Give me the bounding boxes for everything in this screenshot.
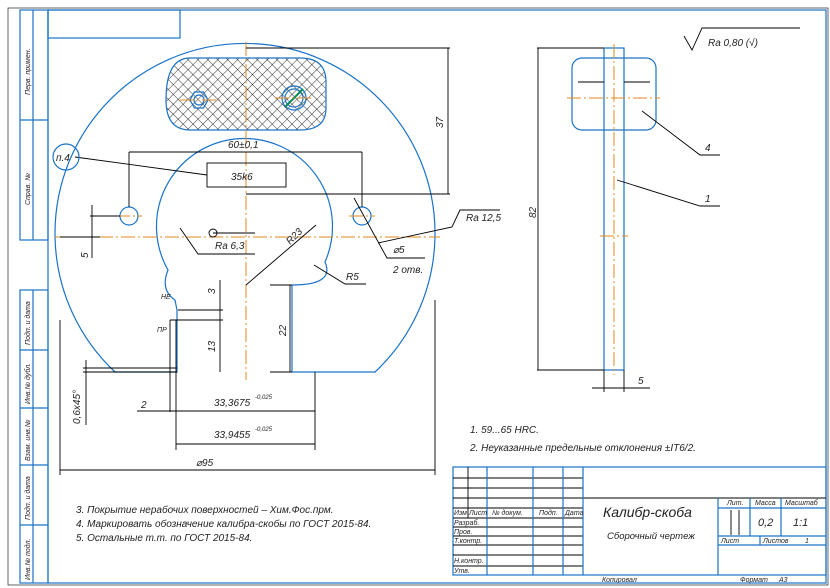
sheets-value: 1 bbox=[805, 538, 809, 545]
tb-role: Разраб. bbox=[454, 519, 479, 527]
gauge-body bbox=[54, 42, 436, 373]
stamp-label: Инв.№ дубл. bbox=[24, 363, 32, 404]
side-view: 82 5 4 1 bbox=[528, 44, 720, 392]
note: 4. Маркировать обозначение калибра-скобы… bbox=[76, 518, 371, 530]
dim-r5: R5 bbox=[346, 272, 359, 283]
tb-header: Дата bbox=[564, 510, 584, 517]
copied-label: Копировал bbox=[602, 577, 637, 584]
dim-go-size: 33,3675 bbox=[214, 398, 251, 409]
label-not-go: НЕ bbox=[161, 294, 171, 301]
dim-thickness: 5 bbox=[638, 376, 644, 387]
tb-role: Пров. bbox=[454, 529, 473, 536]
drawing-title: Калибр-скоба bbox=[603, 504, 692, 520]
callout-1: 1 bbox=[705, 194, 711, 205]
mass-label: Масса bbox=[755, 500, 776, 507]
title-block: Изм Лист № докум. Подп. Дата Разраб. Про… bbox=[452, 466, 827, 584]
stamp-label: Инв.№ подл. bbox=[24, 538, 32, 580]
sheets-label: Листов bbox=[762, 538, 789, 545]
stamp-label: Справ. № bbox=[25, 173, 32, 205]
tb-role: Н.контр. bbox=[454, 558, 484, 565]
tb-header: Подп. bbox=[539, 509, 558, 517]
dim-2: 2 bbox=[140, 400, 147, 411]
roughness-63: Ra 6,3 bbox=[215, 241, 245, 252]
sheet-label: Лист bbox=[720, 538, 739, 545]
general-roughness: Ra 0,80 (√) bbox=[683, 27, 800, 51]
note: 5. Остальные т.т. по ГОСТ 2015-84. bbox=[76, 533, 252, 544]
roughness-125: Ra 12,5 bbox=[466, 213, 501, 224]
item-ref: п.4 bbox=[56, 153, 70, 164]
stamp-label: Перв. примен. bbox=[25, 48, 32, 95]
scale-label: Масштаб bbox=[785, 499, 819, 507]
stamp-label: Подп. и дата bbox=[24, 476, 32, 520]
tb-header: Лист bbox=[468, 510, 487, 517]
tb-header: № докум. bbox=[492, 509, 523, 517]
dim-82: 82 bbox=[528, 206, 539, 218]
note: 2. Неуказанные предельные отклонения ±IT… bbox=[469, 443, 696, 454]
dim-5: 5 bbox=[80, 252, 91, 258]
technical-notes: 1. 59...65 HRC. 2. Неуказанные предельны… bbox=[76, 425, 696, 544]
mass-value: 0,2 bbox=[758, 517, 773, 529]
top-stamp-box bbox=[47, 9, 181, 39]
dim-diameter: ⌀95 bbox=[196, 458, 214, 469]
format-value: А3 bbox=[778, 577, 788, 584]
stamp-label: Взам. инв.№ bbox=[25, 419, 32, 461]
dim-13: 13 bbox=[207, 340, 218, 352]
scale-value: 1:1 bbox=[793, 517, 808, 529]
note: 3. Покрытие нерабочих поверхностей – Хим… bbox=[76, 504, 333, 516]
dim-r23: R23 bbox=[284, 226, 305, 247]
dim-fit: 35k6 bbox=[231, 172, 253, 183]
drawing-subtitle: Сборочный чертеж bbox=[607, 531, 695, 542]
dim-go-tol: -0,025 bbox=[255, 395, 273, 401]
tb-role: Утв. bbox=[453, 568, 470, 575]
format-label: Формат bbox=[740, 577, 768, 584]
dim-37: 37 bbox=[435, 116, 446, 128]
tb-role: Т.контр. bbox=[454, 538, 482, 545]
dim-notgo-tol: -0,025 bbox=[255, 427, 273, 433]
dim-chamfer: 0,6х45° bbox=[72, 390, 83, 424]
dim-22: 22 bbox=[278, 324, 289, 337]
dim-notgo-size: 33,9455 bbox=[214, 430, 251, 441]
dim-hole-count: 2 отв. bbox=[392, 265, 423, 276]
tb-header: Изм bbox=[454, 510, 467, 517]
lit-label: Лит. bbox=[726, 500, 743, 507]
callout-4: 4 bbox=[705, 143, 711, 154]
stamp-label: Подп. и дата bbox=[24, 301, 32, 345]
dim-3: 3 bbox=[207, 288, 218, 294]
side-stamp: Перв. примен. Справ. № Подп. и дата Инв.… bbox=[19, 9, 49, 584]
label-go: ПР bbox=[157, 327, 167, 334]
dim-hole: ⌀5 bbox=[393, 245, 405, 256]
front-view: п.4 60±0,1 35k6 37 5 Ra 6,3 R23 R5 ⌀5 2 … bbox=[52, 42, 501, 475]
item-ref-balloon bbox=[52, 143, 80, 171]
dim-width: 60±0,1 bbox=[228, 140, 259, 151]
note: 1. 59...65 HRC. bbox=[470, 425, 539, 436]
sheet-frame bbox=[7, 7, 829, 586]
roughness-general-text: Ra 0,80 (√) bbox=[708, 37, 758, 49]
